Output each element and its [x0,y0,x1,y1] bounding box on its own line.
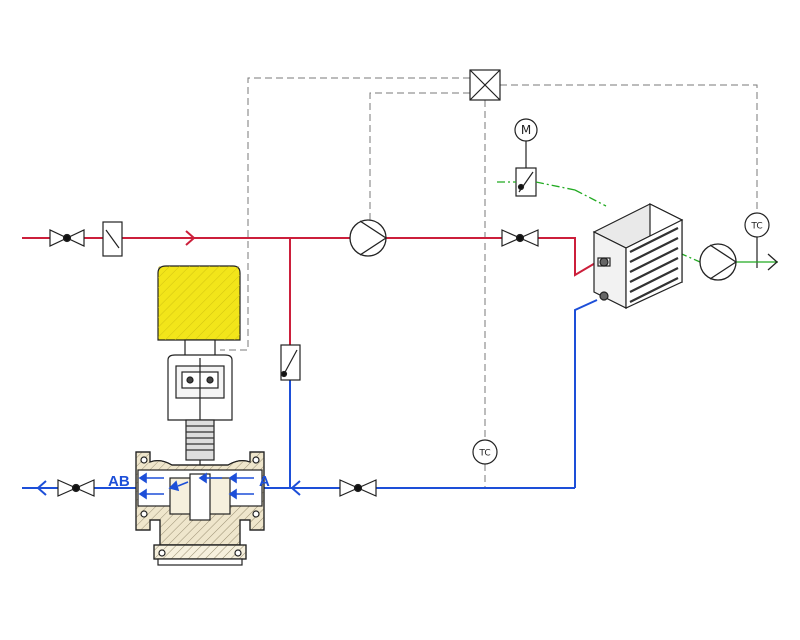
strainer [102,221,123,257]
air-heater-unit [592,203,684,309]
isolation-valve-heater [501,229,539,247]
valve-yoke [167,339,233,488]
port-ab-label: AB [108,473,130,490]
tc-label-return: TC [478,449,490,459]
supply-line [22,237,598,345]
temperature-sensor-return: TC [472,439,498,465]
motorized-damper [515,167,537,197]
tc-label-outlet: TC [750,222,762,232]
motor: M [514,118,538,168]
port-a-label: A [259,473,270,490]
return-outlet-arrow [36,480,47,496]
fan [699,243,737,281]
isolation-valve-supply [49,229,85,247]
circulation-pump-supply [349,219,387,257]
supply-flow-arrow [185,230,196,246]
air-outlet-arrow [767,253,778,271]
return-line [22,299,598,489]
motor-label: M [521,123,531,137]
flow-arrows [138,472,254,500]
return-flow-arrow [290,480,301,496]
balancing-valve-bypass [280,344,301,381]
controller-junction [469,69,501,101]
three-way-valve-body [135,451,265,566]
isolation-valve-return-left [57,479,95,497]
temperature-sensor-outlet: TC [744,212,770,268]
control-lines [220,77,758,488]
actuator [157,265,241,341]
isolation-valve-return-mid [339,479,377,497]
